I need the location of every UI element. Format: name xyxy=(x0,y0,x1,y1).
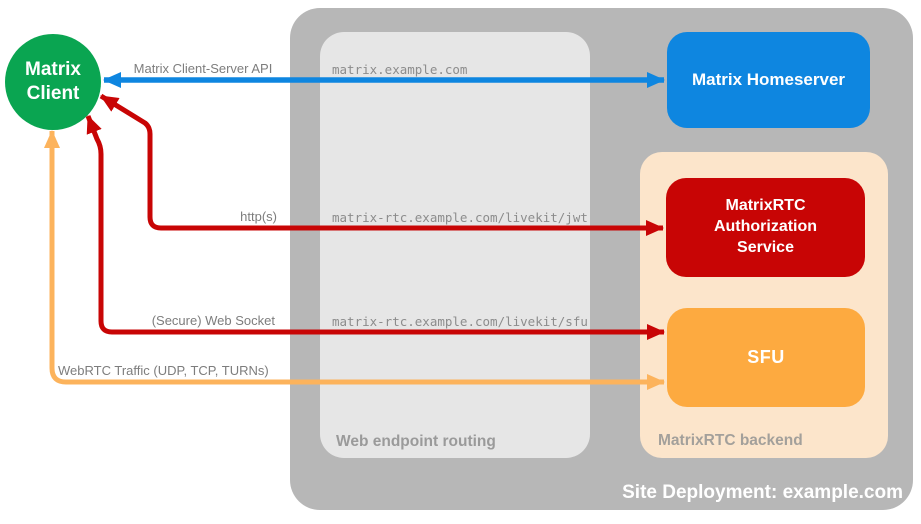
sfu-node: SFU xyxy=(667,308,865,407)
endpoint-livekit-sfu: matrix-rtc.example.com/livekit/sfu xyxy=(332,314,588,329)
matrix-homeserver-label: Matrix Homeserver xyxy=(691,70,846,89)
matrix-homeserver-node: Matrix Homeserver xyxy=(667,32,870,128)
site-deployment-title: Site Deployment: example.com xyxy=(622,482,903,503)
http-connection-label: http(s) xyxy=(240,209,277,224)
endpoint-livekit-jwt: matrix-rtc.example.com/livekit/jwt xyxy=(332,210,588,225)
matrixrtc-authorization-service-label: MatrixRTC Authorization Service xyxy=(713,197,818,256)
websocket-connection-label: (Secure) Web Socket xyxy=(151,313,275,328)
client-server-api-connection-label: Matrix Client-Server API xyxy=(133,61,273,76)
matrix-client-label: Matrix Client xyxy=(25,59,81,104)
web-endpoint-routing-label: Web endpoint routing xyxy=(336,433,496,450)
matrixrtc-backend-label: MatrixRTC backend xyxy=(658,432,803,449)
matrix-client-node: Matrix Client xyxy=(5,34,101,130)
webrtc-traffic-connection-label: WebRTC Traffic (UDP, TCP, TURNs) xyxy=(58,363,269,378)
matrixrtc-authorization-service-node: MatrixRTC Authorization Service xyxy=(666,178,865,277)
web-endpoint-routing-group: Web endpoint routing xyxy=(320,32,590,458)
endpoint-matrix-example-com: matrix.example.com xyxy=(332,62,468,77)
sfu-label: SFU xyxy=(747,347,785,367)
